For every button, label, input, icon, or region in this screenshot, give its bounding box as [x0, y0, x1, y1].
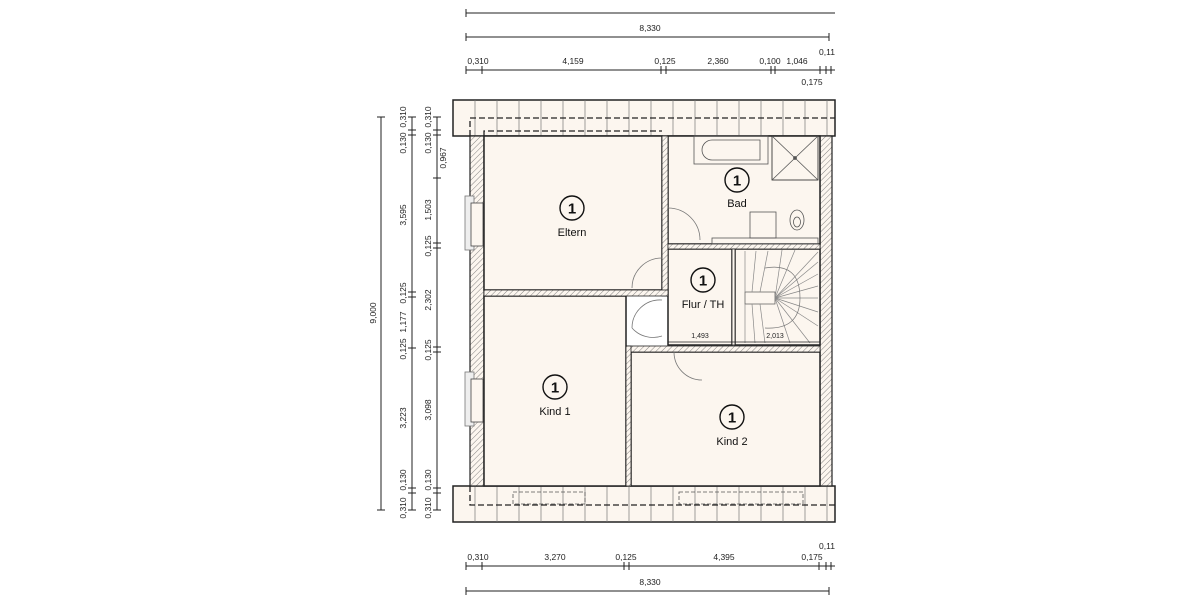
- dim-label: 0,310: [467, 56, 489, 66]
- interior-walls: [483, 135, 821, 487]
- dim-label: 0,310: [467, 552, 489, 562]
- dim-label: 2,013: [766, 333, 784, 340]
- dim-label: 0,310: [398, 497, 408, 519]
- room-number-badge: [559, 195, 585, 221]
- roof-eave-bottom: [452, 485, 836, 523]
- dim-label: 0,125: [398, 282, 408, 304]
- room-label-eltern: 1 Eltern: [558, 195, 587, 239]
- svg-text:Flur / TH: Flur / TH: [682, 299, 725, 311]
- dim-label: 0,11: [819, 47, 835, 57]
- dim-label: 1,493: [691, 333, 709, 340]
- svg-text:1: 1: [733, 173, 741, 190]
- dim-label: 2,360: [707, 56, 729, 66]
- dim-label: 1,177: [398, 311, 408, 333]
- dim-label: 0,310: [423, 106, 433, 128]
- room-number-badge: [542, 374, 568, 400]
- svg-text:1: 1: [568, 201, 576, 218]
- dim-label: 0,130: [423, 132, 433, 154]
- dim-label: 3,270: [544, 552, 566, 562]
- top-dimension-chain: 8,330 0,310 4,159 0,125 2,360 0,100 1,04…: [465, 9, 835, 87]
- exterior-walls: [464, 135, 833, 487]
- dim-label: 0,310: [398, 106, 408, 128]
- room-label-bad: 1 Bad: [724, 167, 750, 210]
- room-label-flur: 1 Flur / TH: [682, 267, 725, 311]
- room-label-kind1: 1 Kind 1: [539, 374, 571, 418]
- dim-label: 0,125: [423, 235, 433, 257]
- bottom-dimension-chain: 0,310 3,270 0,125 4,395 0,175 0,11 8,330: [465, 541, 835, 595]
- dim-label: 0,130: [398, 132, 408, 154]
- dim-label: 1,503: [423, 199, 433, 221]
- dim-label: 0,125: [654, 56, 676, 66]
- svg-text:1: 1: [551, 380, 559, 397]
- dim-label: 0,310: [423, 497, 433, 519]
- toilet-icon: [789, 209, 805, 231]
- dim-label: 2,302: [423, 289, 433, 311]
- svg-text:Kind 2: Kind 2: [716, 436, 747, 448]
- dim-label: 0,175: [801, 77, 823, 87]
- dim-label: 0,967: [438, 147, 448, 169]
- dim-label: 0,125: [423, 339, 433, 361]
- room-number-badge: [719, 404, 745, 430]
- dim-label: 4,395: [713, 552, 735, 562]
- room-number-badge: [690, 267, 716, 293]
- svg-text:1: 1: [699, 273, 707, 290]
- dim-label: 0,125: [398, 338, 408, 360]
- room-flur: [667, 248, 733, 346]
- dim-label: 3,595: [398, 204, 408, 226]
- room-number-badge: [724, 167, 750, 193]
- svg-text:Kind 1: Kind 1: [539, 406, 570, 418]
- roof-eave-top: [452, 99, 836, 137]
- rooms: [483, 135, 821, 487]
- bathtub-icon: [693, 135, 769, 165]
- left-total-dim: 9,000: [368, 302, 378, 324]
- shower-icon: [771, 135, 819, 181]
- door-swings: [631, 207, 703, 381]
- svg-text:1: 1: [728, 410, 736, 427]
- dim-label: 3,223: [398, 407, 408, 429]
- top-total-dim: 8,330: [639, 23, 661, 33]
- dim-label: 3,098: [423, 399, 433, 421]
- bathroom-fixtures: [693, 135, 819, 245]
- dim-label: 1,046: [786, 56, 808, 66]
- dim-label: 0,11: [819, 541, 835, 551]
- svg-text:Eltern: Eltern: [558, 227, 587, 239]
- stair-dimension: 1,493 2,013: [668, 333, 820, 343]
- dim-label: 4,159: [562, 56, 584, 66]
- dim-label: 0,125: [615, 552, 637, 562]
- left-dimension-chain: 9,000 0,310 0,130 3,595 0,125 1,177 0,12…: [368, 106, 448, 519]
- room-label-kind2: 1 Kind 2: [716, 404, 748, 448]
- stair-steps: [744, 249, 819, 344]
- svg-text:Bad: Bad: [727, 198, 747, 210]
- dim-label: 0,130: [423, 469, 433, 491]
- dim-label: 0,100: [759, 56, 781, 66]
- dim-label: 0,175: [801, 552, 823, 562]
- dim-label: 0,130: [398, 469, 408, 491]
- bottom-total-dim: 8,330: [639, 577, 661, 587]
